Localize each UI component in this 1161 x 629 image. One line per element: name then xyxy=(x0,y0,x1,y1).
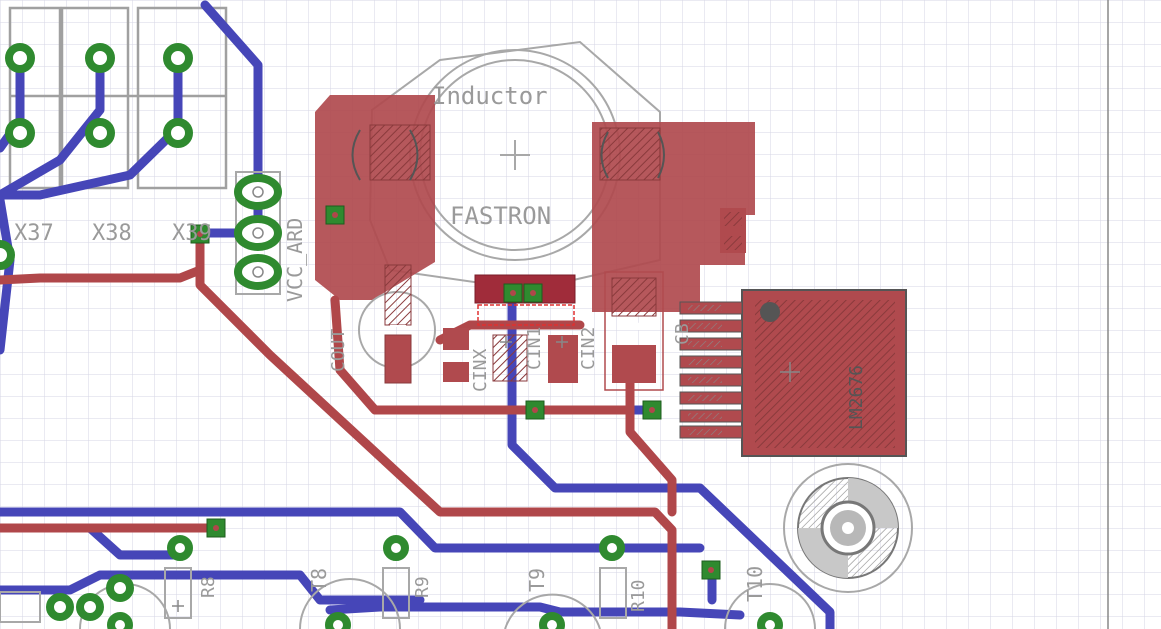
cin2-label: CIN2 xyxy=(578,327,599,370)
x37-label: X37 xyxy=(14,221,54,246)
cinx-label: CINX xyxy=(470,348,491,392)
vias xyxy=(190,205,721,580)
cout-label: COUT xyxy=(328,328,349,372)
x39-label: X39 xyxy=(172,221,212,246)
origin-markers xyxy=(172,336,800,612)
r10-label: R10 xyxy=(628,579,649,612)
mounting-hole xyxy=(783,463,913,593)
vcc-header xyxy=(234,171,282,295)
cin1-label: CIN1 xyxy=(524,327,545,370)
t8-label: T8 xyxy=(307,568,331,592)
transistor-outlines xyxy=(0,567,816,629)
lm2676-ic xyxy=(679,289,907,457)
inductor-name-label: Inductor xyxy=(432,82,548,110)
vcc-ard-label: VCC_ARD xyxy=(283,218,307,302)
cb-label: CB xyxy=(672,323,693,345)
ic-name-label: LM2676 xyxy=(846,365,867,430)
smd-components xyxy=(443,208,746,391)
t9-label: T9 xyxy=(525,568,549,592)
inductor-pads xyxy=(315,95,755,312)
via-holes xyxy=(197,212,714,573)
connector-block xyxy=(8,6,228,190)
r9-label: R9 xyxy=(412,576,433,598)
through-hole-pads xyxy=(0,43,783,629)
r8-label: R8 xyxy=(198,576,219,598)
t10-label: T10 xyxy=(743,566,767,602)
x38-label: X38 xyxy=(92,221,132,246)
cout-capacitor xyxy=(358,264,436,384)
inductor-brand-label: FASTRON xyxy=(450,202,551,230)
